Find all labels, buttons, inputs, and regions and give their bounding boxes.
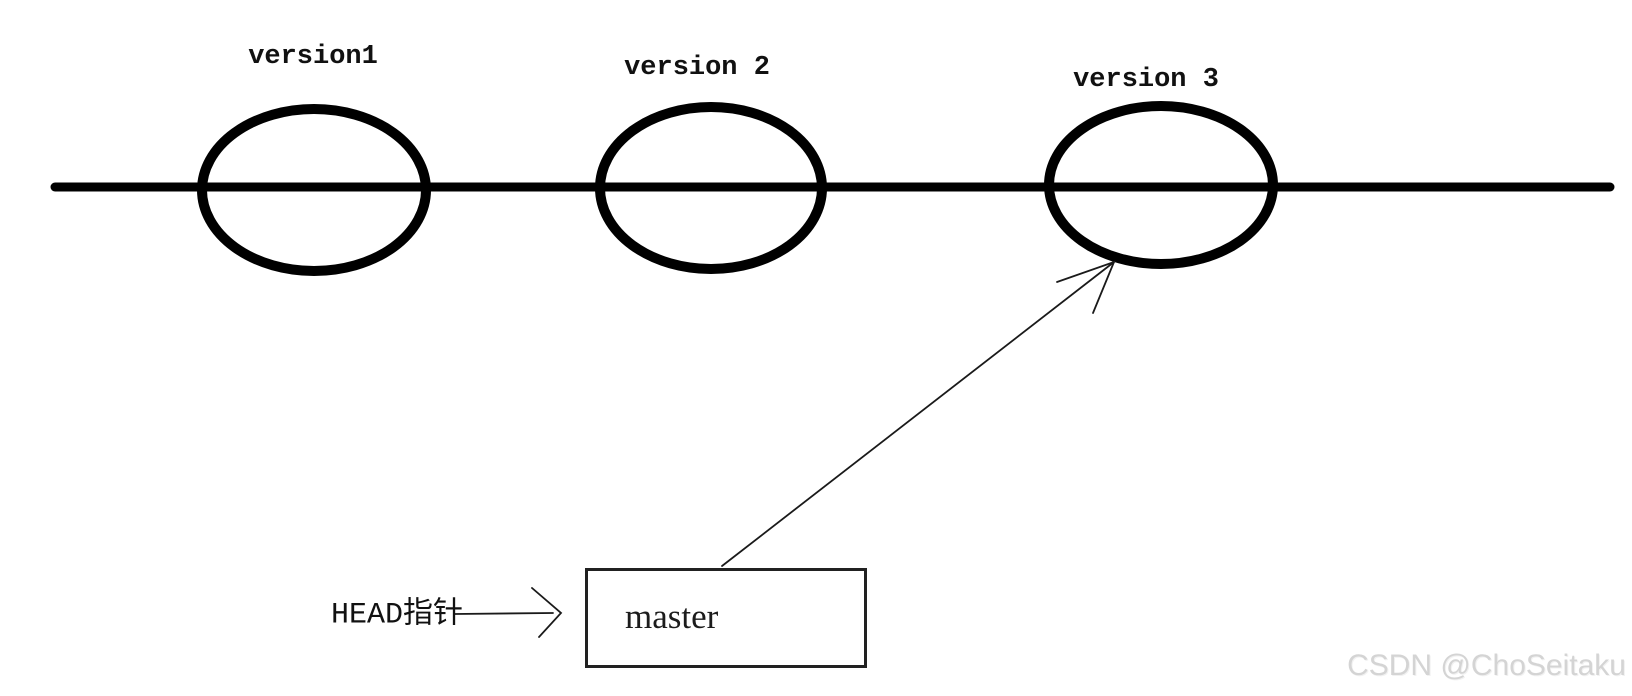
commit-label-version2: version 2: [624, 53, 770, 83]
watermark: CSDN @ChoSeitaku: [1347, 649, 1626, 682]
master-to-version3-arrow: [721, 260, 1116, 567]
head-pointer-label: HEAD指针: [331, 598, 464, 633]
master-branch-box: master: [585, 568, 867, 668]
arrow-head-icon: [531, 587, 563, 638]
commit-node-version3: [1044, 101, 1278, 269]
commit-label-version1: version1: [248, 42, 378, 72]
commit-node-version1: [197, 104, 431, 276]
arrow-shaft: [454, 612, 554, 615]
arrow-shaft: [721, 261, 1115, 567]
arrow-head-icon: [1056, 260, 1116, 314]
master-branch-label: master: [625, 597, 719, 637]
commit-node-version2: [595, 102, 827, 274]
head-arrow-icon: [454, 587, 563, 638]
commit-label-version3: version 3: [1073, 65, 1219, 95]
